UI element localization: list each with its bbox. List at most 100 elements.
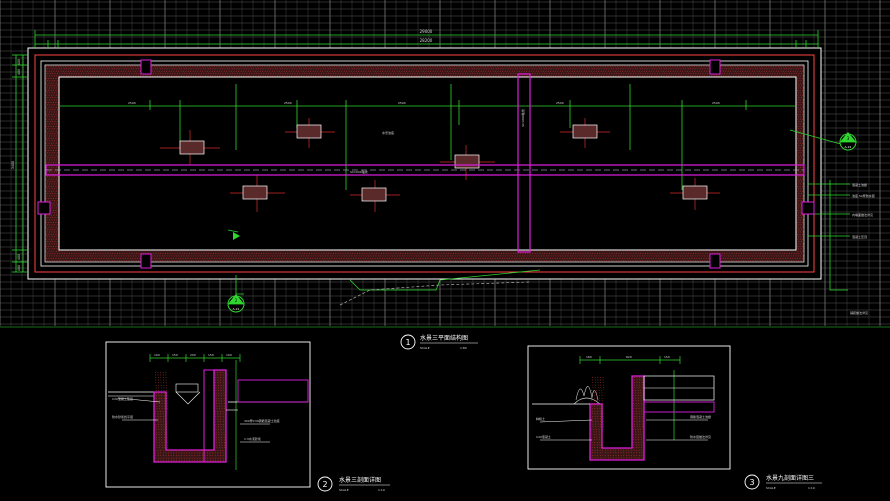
hatch-dot bbox=[638, 66, 640, 67]
hatch-dot bbox=[465, 253, 466, 254]
hatch-dot bbox=[157, 411, 159, 412]
hatch-dot bbox=[668, 68, 670, 70]
hatch-dot bbox=[673, 73, 675, 74]
hatch-dot bbox=[503, 73, 505, 74]
hatch-dot bbox=[87, 260, 89, 262]
hatch-dot bbox=[215, 434, 217, 436]
hatch-dot bbox=[640, 429, 642, 430]
s2-dim-3: 200 bbox=[190, 353, 196, 357]
hatch-dot bbox=[793, 253, 795, 254]
hatch-dot bbox=[154, 70, 156, 72]
hatch-dot bbox=[68, 255, 70, 257]
hatch-dot bbox=[49, 253, 51, 254]
hatch-dot bbox=[214, 452, 216, 454]
hatch-dot bbox=[382, 255, 384, 257]
hatch-dot bbox=[295, 66, 297, 67]
hatch-dot bbox=[567, 70, 568, 72]
hatch-dot bbox=[661, 75, 662, 77]
hatch-dot bbox=[504, 70, 506, 72]
hatch-dot bbox=[599, 405, 601, 407]
hatch-dot bbox=[53, 130, 55, 132]
hatch-dot bbox=[252, 258, 254, 259]
hatch-dot bbox=[484, 253, 485, 254]
hatch-dot bbox=[245, 75, 247, 77]
hatch-dot bbox=[535, 70, 537, 72]
hatch-dot bbox=[364, 253, 365, 254]
hatch-dot bbox=[601, 431, 603, 433]
hatch-dot bbox=[371, 73, 373, 74]
hatch-dot bbox=[367, 66, 369, 67]
hatch-dot bbox=[283, 258, 285, 259]
hatch-dot bbox=[220, 73, 221, 74]
hatch-dot bbox=[718, 75, 720, 77]
hatch-dot bbox=[439, 66, 441, 67]
hatch-dot bbox=[155, 260, 156, 262]
hatch-dot bbox=[279, 70, 280, 72]
hatch-dot bbox=[283, 66, 285, 67]
hatch-dot bbox=[800, 219, 802, 221]
hatch-dot bbox=[194, 66, 196, 67]
hatch-dot bbox=[53, 75, 55, 77]
hatch-dot bbox=[615, 255, 617, 257]
hatch-dot bbox=[169, 75, 170, 77]
hatch-dot bbox=[218, 258, 220, 259]
hatch-dot bbox=[640, 434, 642, 435]
hatch-dot bbox=[758, 66, 760, 67]
hatch-dot bbox=[439, 258, 441, 259]
hatch-dot bbox=[104, 68, 106, 70]
hatch-dot bbox=[707, 73, 709, 74]
hatch-dot bbox=[129, 73, 130, 74]
hatch-dot bbox=[633, 408, 635, 409]
hatch-dot bbox=[218, 403, 220, 404]
planting-symbol bbox=[573, 386, 601, 405]
hatch-dot bbox=[774, 73, 776, 74]
hatch-dot bbox=[228, 258, 230, 259]
hatch-dot bbox=[721, 255, 722, 257]
hatch-dot bbox=[289, 75, 290, 77]
hatch-dot bbox=[68, 68, 70, 70]
hatch-dot bbox=[600, 455, 601, 456]
hatch-dot bbox=[161, 439, 163, 441]
hatch-dot bbox=[789, 253, 790, 254]
hatch-dot bbox=[274, 66, 275, 67]
hatch-dot bbox=[157, 418, 159, 420]
hatch-dot bbox=[634, 421, 635, 422]
hatch-dot bbox=[592, 416, 593, 417]
hatch-dot bbox=[392, 75, 394, 77]
hatch-dot bbox=[586, 258, 587, 259]
hatch-dot bbox=[802, 123, 804, 125]
hatch-dot bbox=[797, 130, 799, 132]
hatch-dot bbox=[560, 75, 562, 77]
hatch-dot bbox=[301, 253, 303, 254]
hatch-dot bbox=[802, 195, 804, 197]
hatch-dot bbox=[158, 434, 160, 436]
hatch-dot bbox=[776, 75, 778, 77]
hatch-dot bbox=[413, 255, 415, 257]
hatch-dot bbox=[486, 73, 488, 74]
hatch-dot bbox=[690, 253, 692, 254]
hatch-dot bbox=[464, 255, 466, 257]
hatch-dot bbox=[55, 210, 57, 211]
hatch-dot bbox=[635, 68, 636, 70]
hatch-dot bbox=[547, 70, 549, 72]
hatch-dot bbox=[87, 255, 89, 257]
hatch-dot bbox=[111, 68, 113, 70]
hatch-dot bbox=[801, 205, 802, 206]
hatch-dot bbox=[50, 126, 52, 127]
hatch-dot bbox=[121, 68, 123, 70]
hatch-dot bbox=[358, 75, 360, 77]
hatch-dot bbox=[492, 66, 494, 67]
hatch-dot bbox=[71, 73, 73, 74]
hatch-dot bbox=[757, 68, 759, 70]
hatch-dot bbox=[158, 424, 159, 425]
hatch-dot bbox=[748, 253, 749, 254]
hatch-dot bbox=[245, 66, 246, 67]
hatch-dot bbox=[583, 66, 585, 67]
hatch-dot bbox=[501, 73, 502, 74]
hatch-dot bbox=[209, 70, 211, 72]
hatch-dot bbox=[46, 234, 47, 235]
hatch-dot bbox=[46, 162, 47, 163]
hatch-dot bbox=[686, 258, 688, 259]
hatch-dot bbox=[163, 416, 164, 417]
hatch-dot bbox=[796, 73, 797, 74]
